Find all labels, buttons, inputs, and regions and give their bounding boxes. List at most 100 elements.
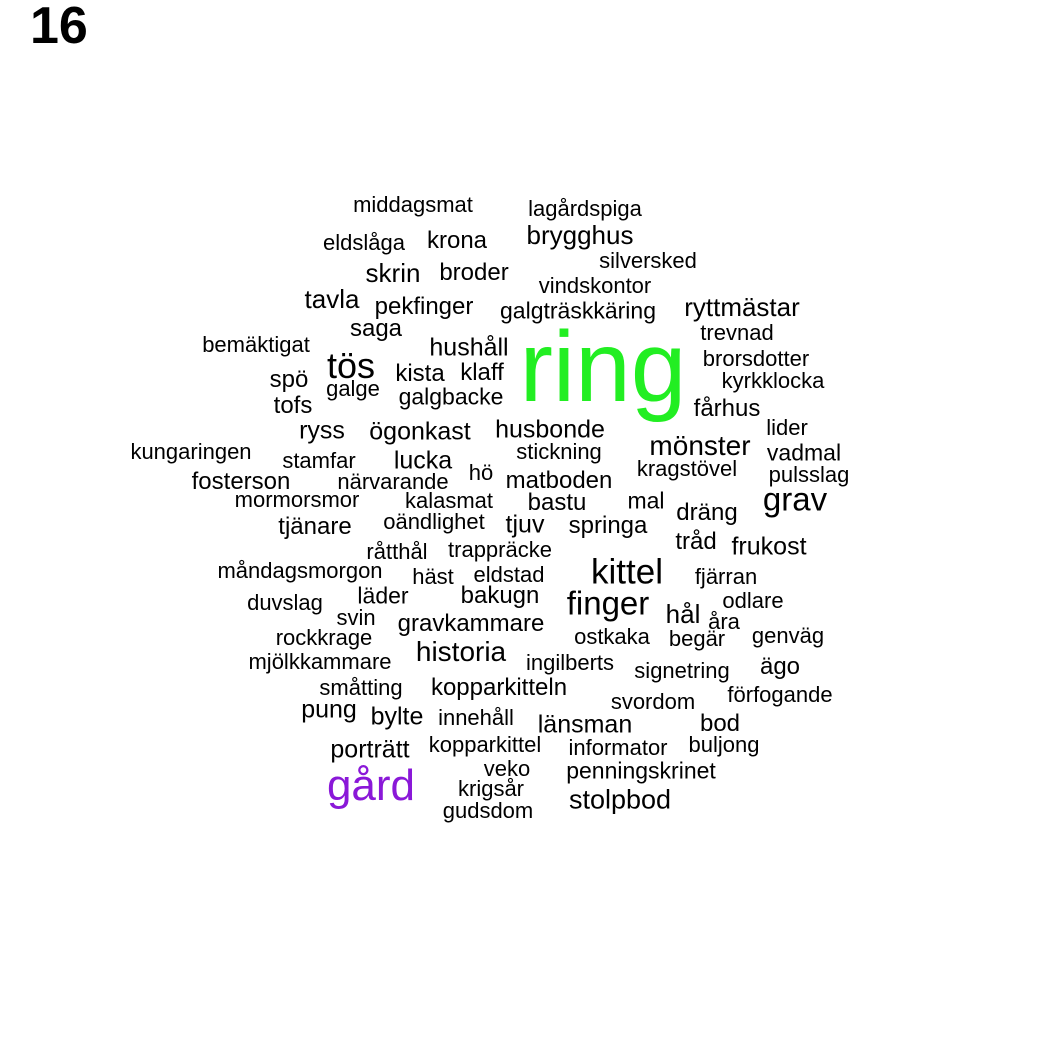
word-galgbacke: galgbacke xyxy=(398,383,504,410)
word-kittel: kittel xyxy=(591,552,663,592)
word-smatting: småtting xyxy=(319,675,403,700)
word-svin: svin xyxy=(336,605,376,630)
word-tjanare: tjänare xyxy=(278,513,352,540)
word-husbonde: husbonde xyxy=(495,415,605,444)
word-kungaringen: kungaringen xyxy=(130,439,252,464)
word-skrin: skrin xyxy=(365,258,421,288)
word-tavla: tavla xyxy=(304,284,360,314)
word-silversked: silversked xyxy=(599,248,697,273)
word-vindskontor: vindskontor xyxy=(538,273,652,298)
word-gudsdom: gudsdom xyxy=(442,798,534,823)
word-trad: tråd xyxy=(675,528,717,555)
word-mandagsmorgon: måndagsmorgon xyxy=(217,558,383,583)
word-pung: pung xyxy=(301,695,357,724)
word-historia: historia xyxy=(415,636,507,667)
word-kopparkittel: kopparkittel xyxy=(428,732,542,757)
word-stolpbod: stolpbod xyxy=(568,784,672,815)
word-signetring: signetring xyxy=(634,658,730,683)
word-trappracke: trappräcke xyxy=(448,537,552,562)
word-spo: spö xyxy=(269,366,309,393)
word-hal: hål xyxy=(665,599,701,629)
word-brygghus: brygghus xyxy=(526,220,634,250)
word-oandlighet: oändlighet xyxy=(383,509,485,534)
word-ho: hö xyxy=(468,460,494,485)
word-duvslag: duvslag xyxy=(247,590,323,615)
word-hushall: hushåll xyxy=(429,333,509,362)
word-veko: veko xyxy=(483,756,531,781)
page-number: 16 xyxy=(30,0,88,55)
word-drang: dräng xyxy=(676,499,738,526)
word-fjarran: fjärran xyxy=(694,564,758,589)
word-broder: broder xyxy=(439,259,509,286)
word-lansman: länsman xyxy=(537,710,633,739)
word-farhus: fårhus xyxy=(693,395,761,422)
word-lader: läder xyxy=(357,582,409,609)
word-middagsmat: middagsmat xyxy=(353,192,473,217)
word-narvarande: närvarande xyxy=(337,469,449,494)
word-krona: krona xyxy=(426,227,488,254)
word-informator: informator xyxy=(568,735,668,760)
word-grav: grav xyxy=(762,480,828,518)
word-ostkaka: ostkaka xyxy=(574,624,650,649)
word-kyrkklocka: kyrkklocka xyxy=(721,368,825,393)
word-ogonkast: ögonkast xyxy=(369,417,471,446)
word-bylte: bylte xyxy=(370,702,424,731)
word-odlare: odlare xyxy=(722,588,784,613)
word-springa: springa xyxy=(568,512,648,539)
word-begar: begär xyxy=(668,626,726,651)
word-genvag: genväg xyxy=(751,623,825,648)
word-lider: lider xyxy=(766,415,808,440)
word-penningskrinet: penningskrinet xyxy=(566,757,716,784)
word-pulsslag: pulsslag xyxy=(768,462,850,487)
word-tjuv: tjuv xyxy=(505,510,545,539)
word-vadmal: vadmal xyxy=(766,439,842,466)
word-kopparkitteln: kopparkitteln xyxy=(430,674,568,701)
word-ryss: ryss xyxy=(299,416,345,445)
word-mormorsmor: mormorsmor xyxy=(234,487,360,512)
word-ryttmastar: ryttmästar xyxy=(684,292,800,322)
word-ago: ägo xyxy=(759,653,801,680)
word-kista: kista xyxy=(395,360,445,387)
word-eldstad: eldstad xyxy=(473,562,545,587)
word-tofs: tofs xyxy=(273,392,313,419)
word-portratt: porträtt xyxy=(330,735,410,764)
word-rockkrage: rockkrage xyxy=(275,625,373,650)
word-kalasmat: kalasmat xyxy=(404,488,494,513)
word-kragstovel: kragstövel xyxy=(636,456,738,481)
word-buljong: buljong xyxy=(688,732,760,757)
word-bakugn: bakugn xyxy=(460,582,540,609)
word-galgtraskkaring: galgträskkäring xyxy=(500,297,656,324)
word-saga: saga xyxy=(349,315,403,342)
word-gard: gård xyxy=(326,761,416,810)
word-stickning: stickning xyxy=(516,439,602,464)
word-gravkammare: gravkammare xyxy=(397,610,545,637)
word-krigsar: krigsår xyxy=(457,776,525,801)
word-pekfinger: pekfinger xyxy=(374,293,474,320)
word-mal: mal xyxy=(627,487,665,514)
word-ring: ring xyxy=(519,311,687,423)
word-forfogande: förfogande xyxy=(727,682,833,707)
word-matboden: matboden xyxy=(505,467,613,494)
word-hast: häst xyxy=(412,564,454,589)
word-innehall: innehåll xyxy=(438,705,514,730)
word-ara: åra xyxy=(708,609,740,634)
word-brorsdotter: brorsdotter xyxy=(702,346,810,371)
word-klaff: klaff xyxy=(460,359,504,386)
word-trevnad: trevnad xyxy=(700,320,774,345)
word-frukost: frukost xyxy=(731,532,807,561)
word-bastu: bastu xyxy=(527,489,587,516)
word-ingilberts: ingilberts xyxy=(525,650,615,675)
word-fosterson: fosterson xyxy=(191,468,291,495)
word-stamfar: stamfar xyxy=(282,448,356,473)
word-eldslaga: eldslåga xyxy=(323,230,405,255)
word-lagardspiga: lagårdspiga xyxy=(528,196,642,221)
word-mjolkkammare: mjölkkammare xyxy=(248,649,392,674)
word-finger: finger xyxy=(566,584,650,622)
word-bemaktigat: bemäktigat xyxy=(202,332,310,357)
word-ratthal: råtthål xyxy=(366,539,428,564)
word-tos: tös xyxy=(326,345,376,386)
word-lucka: lucka xyxy=(393,446,453,475)
word-monster: mönster xyxy=(649,430,751,461)
word-galge: galge xyxy=(326,376,380,401)
